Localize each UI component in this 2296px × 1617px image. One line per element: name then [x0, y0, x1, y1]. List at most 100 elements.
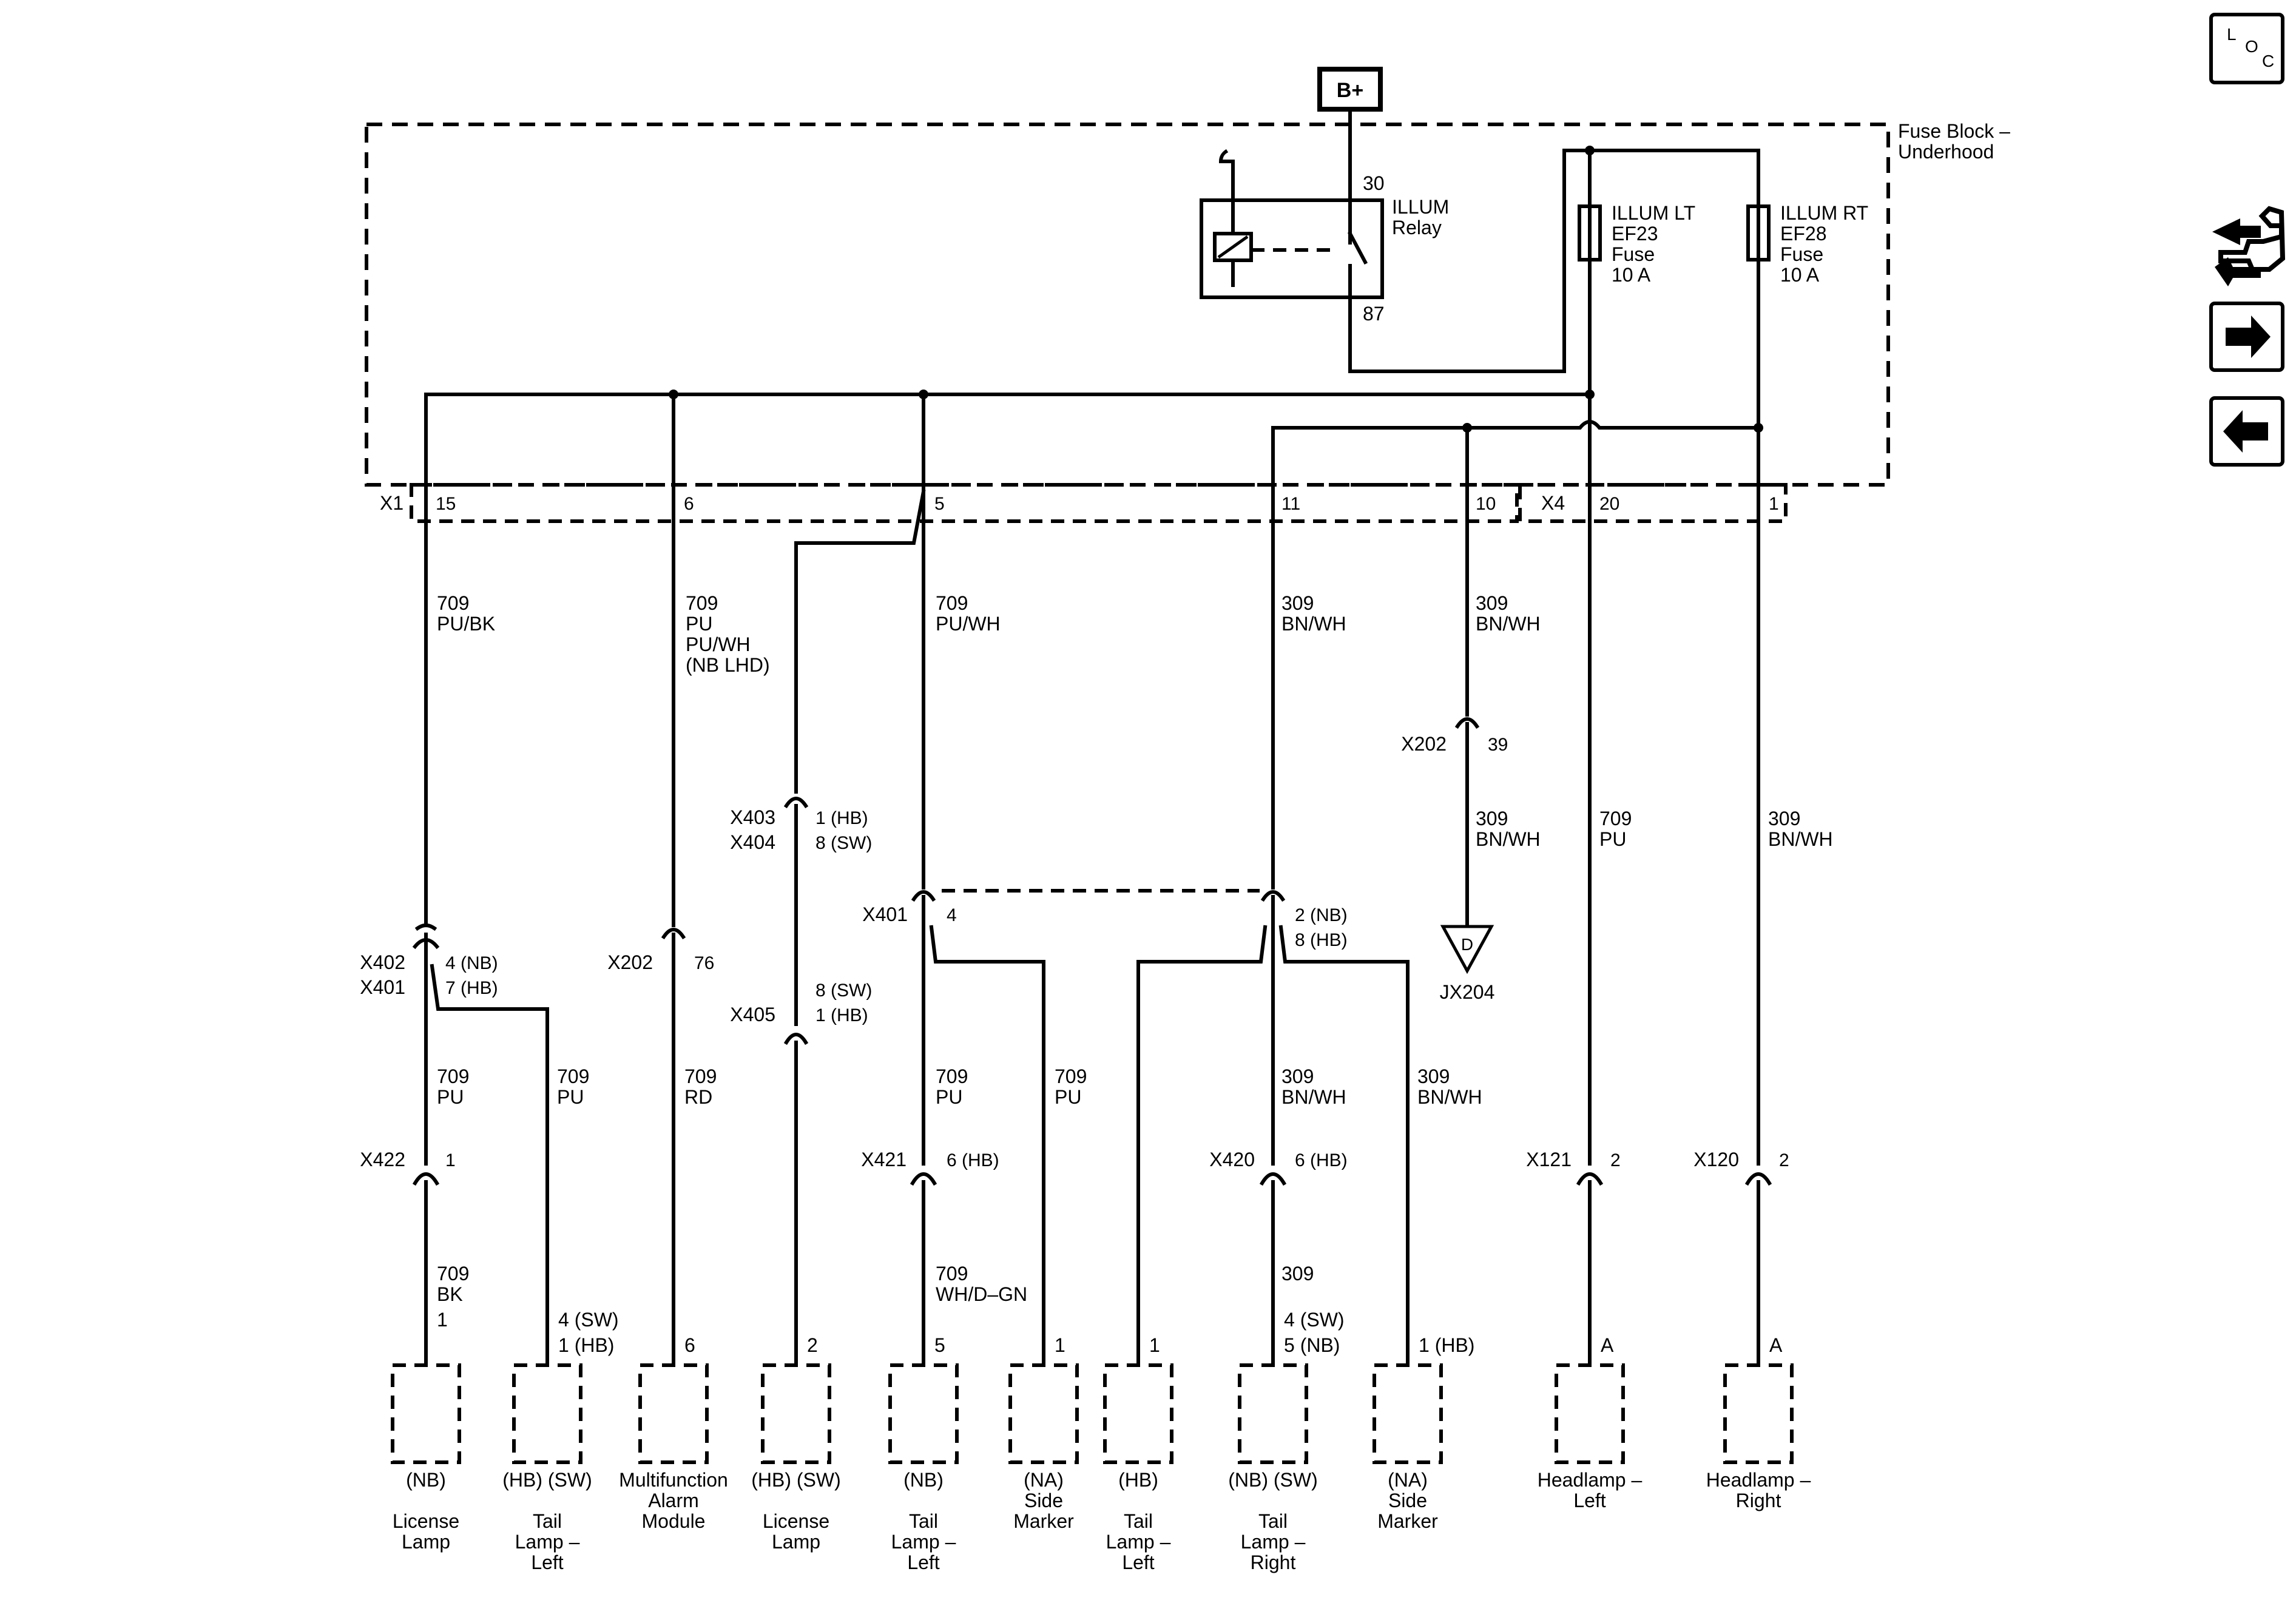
previous-arrow-icon — [2223, 410, 2268, 453]
component-label-line: Right — [1736, 1490, 1781, 1511]
component-pin-upper: 4 (SW) — [558, 1309, 619, 1331]
wire-6-circuit: 709 — [686, 592, 718, 614]
wire-10b-circuit: 309 — [1476, 808, 1508, 829]
component-label-line: (HB) (SW) — [751, 1469, 841, 1491]
previous-page-button[interactable] — [2209, 396, 2284, 467]
wire-a-color: PU — [437, 1086, 464, 1108]
x202-pin-39: 39 — [1488, 735, 1508, 755]
component-box — [512, 1363, 582, 1464]
wire-1-color: BN/WH — [1768, 828, 1833, 850]
wire-c-color: RD — [684, 1086, 712, 1108]
component-label-line: (HB) (SW) — [502, 1469, 592, 1491]
fuse-ef28-name: ILLUM RT — [1780, 202, 1868, 224]
component-label-line: (NB) — [406, 1469, 446, 1491]
component-pin: 1 (HB) — [1419, 1334, 1474, 1356]
connector-x1: X1 15 6 5 11 10 — [380, 483, 1519, 523]
component-pin: 1 — [1055, 1334, 1065, 1356]
fuse-ef23: ILLUM LT EF23 Fuse 10 A — [1578, 202, 1695, 286]
component-pin: 2 — [807, 1334, 818, 1356]
x422-label: X422 — [360, 1149, 405, 1170]
component-box — [1008, 1363, 1079, 1464]
component-box — [888, 1363, 959, 1464]
x404-pin: 8 (SW) — [815, 833, 872, 853]
component-box — [1103, 1363, 1173, 1464]
x421-pin: 6 (HB) — [947, 1150, 999, 1170]
fuse-block: Fuse Block – Underhood — [365, 120, 2010, 487]
fuse-ef23-rating: 10 A — [1612, 264, 1651, 286]
relay-pin-30: 30 — [1363, 172, 1385, 194]
x1-pin-5: 5 — [934, 494, 945, 514]
fuse-block-subtitle: Underhood — [1898, 141, 1994, 163]
wire-5-circuit: 709 — [936, 592, 968, 614]
component-label-line: Tail — [533, 1510, 562, 1532]
x401-pin-4: 4 — [947, 905, 957, 925]
wire-g-color: BN/WH — [1417, 1086, 1482, 1108]
x1-pin-10: 10 — [1476, 494, 1496, 514]
loc-c: C — [2262, 52, 2274, 70]
component-label-line: Right — [1251, 1551, 1296, 1573]
component-label-line: Tail — [1258, 1510, 1288, 1532]
location-button[interactable]: L O C — [2209, 13, 2284, 84]
x4-pin-1: 1 — [1769, 494, 1779, 514]
wire-6-color-alt: PU/WH — [686, 633, 751, 655]
x1-pin-15: 15 — [436, 494, 456, 514]
wire-h-circuit: 709 — [437, 1263, 469, 1284]
relay-name: ILLUM — [1392, 196, 1449, 218]
component-label-line: (NB) — [903, 1469, 944, 1491]
component-pin: 6 — [684, 1334, 695, 1356]
component-label-line: Side — [1024, 1490, 1063, 1511]
x405-pin-1: 8 (SW) — [815, 981, 872, 1001]
x405-pin-2: 1 (HB) — [815, 1005, 868, 1025]
x1-label: X1 — [380, 492, 403, 514]
component-box — [1723, 1363, 1794, 1464]
wire-15-circuit: 709 — [437, 592, 469, 614]
component-label-line: License — [393, 1510, 459, 1532]
x4-label: X4 — [1541, 492, 1565, 514]
wire-a-circuit: 709 — [437, 1065, 469, 1087]
wire-11-circuit: 309 — [1281, 592, 1314, 614]
component-label-line: Left — [1122, 1551, 1154, 1573]
component-label-line: (NB) (SW) — [1228, 1469, 1318, 1491]
wire-6-color: PU — [686, 613, 712, 635]
next-page-button[interactable] — [2209, 302, 2284, 372]
x403-pin: 1 (HB) — [815, 808, 868, 828]
x421-label: X421 — [861, 1149, 907, 1170]
loc-o: O — [2245, 37, 2258, 56]
component-label-line: (NA) — [1388, 1469, 1428, 1491]
fuse-ef23-name: ILLUM LT — [1612, 202, 1695, 224]
x403-label: X403 — [730, 806, 775, 828]
wire-f-color: BN/WH — [1281, 1086, 1346, 1108]
connector-tools-icon[interactable] — [2212, 206, 2286, 286]
component-box — [638, 1363, 709, 1464]
component-label-line: Multifunction — [619, 1469, 728, 1491]
component-label-line: Side — [1388, 1490, 1427, 1511]
jx204-letter: D — [1461, 935, 1473, 954]
component-label-line: Left — [531, 1551, 563, 1573]
component-label-line: (HB) — [1118, 1469, 1158, 1491]
x121-pin: 2 — [1610, 1150, 1621, 1170]
wire-15-color: PU/BK — [437, 613, 495, 635]
illum-relay: 30 87 ILLUM Relay — [1200, 149, 1449, 373]
wire-10-color: BN/WH — [1476, 613, 1541, 635]
component-label-line: Lamp – — [891, 1531, 956, 1553]
wire-b-circuit: 709 — [557, 1065, 589, 1087]
x202-pin-76: 76 — [694, 953, 714, 973]
component-label-line: (NA) — [1024, 1469, 1064, 1491]
component-label-line: Lamp — [402, 1531, 450, 1553]
component-label-line: Left — [1573, 1490, 1606, 1511]
x4-pin-20: 20 — [1599, 494, 1619, 514]
x120-label: X120 — [1693, 1149, 1739, 1170]
x405-label: X405 — [730, 1004, 775, 1025]
component-box — [1373, 1363, 1443, 1464]
x202-label-a: X202 — [607, 951, 653, 973]
wire-d-color: PU — [936, 1086, 962, 1108]
